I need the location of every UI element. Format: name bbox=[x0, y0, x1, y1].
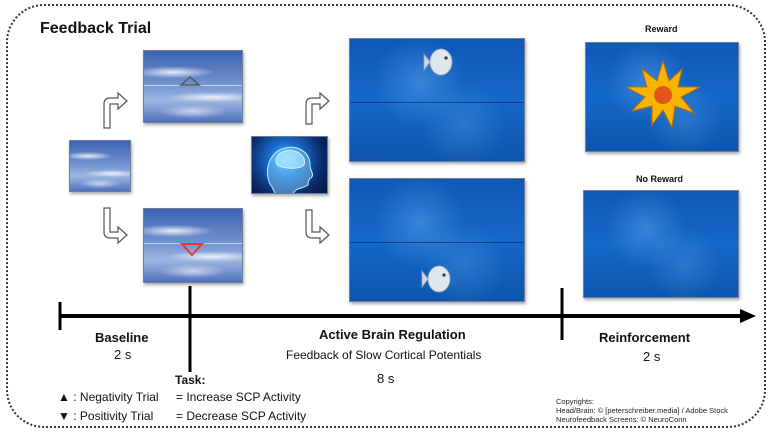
task-row-negativity: ▲ : Negativity Trial bbox=[58, 390, 159, 404]
baseline-screen bbox=[69, 140, 131, 192]
triangle-up-icon bbox=[179, 75, 201, 86]
reinforcement-duration: 2 s bbox=[643, 349, 661, 364]
branch-arrow-down-icon bbox=[305, 209, 330, 245]
task-trial-label: : Positivity Trial bbox=[73, 409, 154, 423]
trial-frame bbox=[6, 4, 766, 428]
positivity-feedback-screen bbox=[349, 178, 525, 302]
branch-arrow-up-icon bbox=[305, 91, 330, 125]
copyright-heading: Copyrights: bbox=[556, 397, 594, 406]
branch-arrow-down-icon bbox=[103, 207, 128, 245]
regulation-duration: 8 s bbox=[377, 371, 395, 386]
triangle-down-icon: ▼ bbox=[58, 409, 70, 423]
positivity-baseline-screen bbox=[143, 208, 243, 283]
no-reward-screen bbox=[583, 190, 739, 298]
negativity-feedback-screen bbox=[349, 38, 525, 162]
task-action-negativity: = Increase SCP Activity bbox=[176, 390, 301, 404]
reward-screen bbox=[585, 42, 739, 152]
regulation-label: Active Brain Regulation bbox=[319, 327, 466, 342]
fish-icon bbox=[423, 48, 453, 76]
triangle-down-icon bbox=[179, 243, 205, 257]
no-reward-label: No Reward bbox=[636, 174, 684, 184]
baseline-label: Baseline bbox=[95, 330, 149, 345]
copyright-line-1: Head/Brain: © [peterschreiber.media] / A… bbox=[556, 406, 728, 415]
task-row-positivity: ▼ : Positivity Trial bbox=[58, 409, 153, 423]
threshold-line bbox=[350, 242, 524, 243]
negativity-baseline-screen bbox=[143, 50, 243, 123]
copyright-line-2: Neurofeedback Screens: © NeuroConn bbox=[556, 415, 687, 424]
copyright-block: Copyrights: Head/Brain: © [peterschreibe… bbox=[556, 397, 728, 424]
diagram-title: Feedback Trial bbox=[40, 20, 152, 37]
baseline-duration: 2 s bbox=[114, 347, 132, 362]
task-heading: Task: bbox=[175, 373, 206, 387]
star-core bbox=[654, 86, 672, 104]
task-action-positivity: = Decrease SCP Activity bbox=[176, 409, 307, 423]
brain-head-image bbox=[251, 136, 328, 194]
task-trial-label: : Negativity Trial bbox=[73, 390, 159, 404]
brain-icon bbox=[275, 150, 305, 169]
fish-icon bbox=[421, 265, 451, 293]
regulation-sublabel: Feedback of Slow Cortical Potentials bbox=[286, 348, 482, 362]
triangle-up-icon: ▲ bbox=[58, 390, 70, 404]
timeline-arrowhead-icon bbox=[740, 309, 756, 323]
reward-label: Reward bbox=[645, 24, 678, 34]
reinforcement-label: Reinforcement bbox=[599, 330, 691, 345]
branch-arrow-up-icon bbox=[103, 91, 128, 129]
threshold-line bbox=[350, 102, 524, 103]
